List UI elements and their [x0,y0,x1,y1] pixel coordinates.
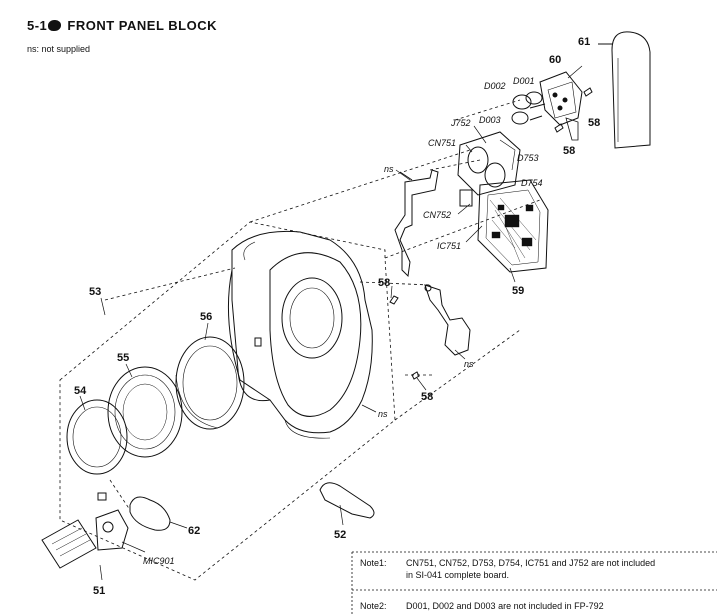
label-54: 54 [74,385,87,397]
part-51-mic-assembly [41,492,129,569]
label-ns-housing: ns [378,409,388,419]
label-52: 52 [334,529,346,541]
label-d002: D002 [484,81,506,91]
label-58c: 58 [378,277,390,289]
note-1-text: CN751, CN752, D753, D754, IC751 and J752… [406,558,656,580]
label-mic901: MIC901 [143,556,175,566]
note-1-label: Note1: [360,558,387,568]
part-53-front-panel [227,230,373,439]
label-d753: D753 [517,153,539,163]
part-59-main-board [477,179,549,273]
note-1: Note1: CN751, CN752, D753, D754, IC751 a… [360,557,660,587]
part-62-cap [129,496,171,531]
part-labels: 61 60 58 58 58 58 59 53 56 55 54 62 52 5… [74,36,600,597]
bullet-icon [48,20,62,31]
part-55-lens-barrel [107,366,183,458]
label-58d: 58 [421,391,433,403]
section-number: 5-1 [27,18,48,33]
assembly-guide-lines [59,99,541,581]
led-components [511,91,546,125]
label-j752: J752 [450,118,471,128]
legend-text: ns: not supplied [27,44,91,54]
part-56-lens-ring [175,336,245,430]
label-d754: D754 [521,178,543,188]
connector-block [457,131,521,207]
label-56: 56 [200,311,212,323]
label-d001: D001 [513,76,535,86]
label-58a: 58 [588,117,600,129]
title-text: FRONT PANEL BLOCK [67,18,217,33]
label-ns-lower: ns [464,359,474,369]
leader-lines [79,65,583,581]
note-2: Note2: D001, D002 and D003 are not inclu… [360,600,680,614]
notes-box [351,551,717,615]
upper-bracket [394,169,439,278]
note-2-text: D001, D002 and D003 are not included in … [406,601,604,611]
part-61-side-cover [598,31,651,149]
label-55: 55 [117,352,129,364]
label-cn752: CN752 [423,210,451,220]
label-51: 51 [93,585,105,597]
note-2-label: Note2: [360,601,387,611]
label-ns-upper: ns [384,164,394,174]
label-cn751: CN751 [428,138,456,148]
part-60-led-board [539,71,583,141]
page-title: 5-1 FRONT PANEL BLOCK [27,18,217,33]
label-60: 60 [549,54,561,66]
component-labels: D001 D002 D003 J752 CN751 D753 D754 CN75… [143,76,543,566]
label-d003: D003 [479,115,501,125]
label-53: 53 [89,286,101,298]
part-54-glass-ring [66,399,128,475]
label-59: 59 [512,285,524,297]
label-ic751: IC751 [437,241,461,251]
part-52-cover [319,482,375,519]
lower-bracket [424,284,471,356]
label-62: 62 [188,525,200,537]
label-58b: 58 [563,145,575,157]
label-61: 61 [578,36,590,48]
screw-icons [389,87,593,380]
